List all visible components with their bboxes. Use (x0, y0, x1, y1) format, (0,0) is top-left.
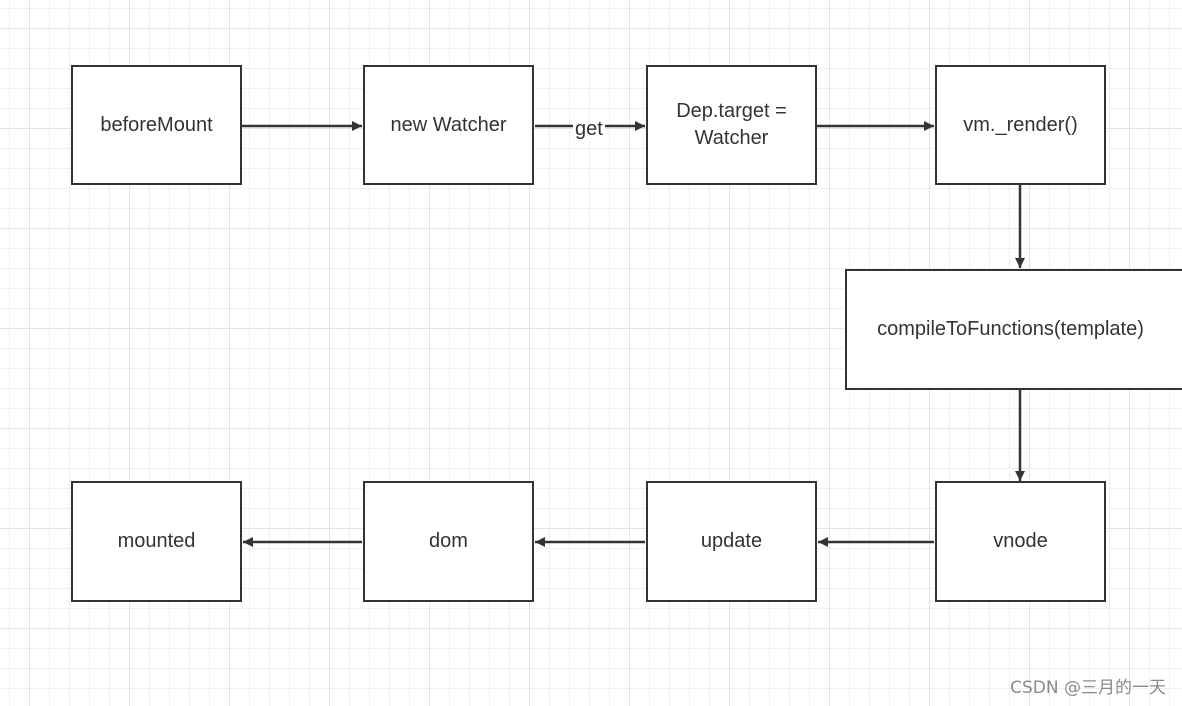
node-dom-label: dom (429, 530, 468, 552)
node-before-mount: beforeMount (71, 65, 242, 185)
node-vnode: vnode (935, 481, 1106, 602)
node-vnode-label: vnode (993, 530, 1048, 552)
node-mounted: mounted (71, 481, 242, 602)
node-compile-to-functions: compileToFunctions(template) (845, 269, 1182, 390)
node-dep-target-label: Dep.target = Watcher (676, 100, 787, 149)
edge-label-get: get (573, 118, 605, 140)
node-compile-to-functions-label: compileToFunctions(template) (877, 318, 1144, 340)
node-new-watcher: new Watcher (363, 65, 534, 185)
node-mounted-label: mounted (117, 530, 196, 552)
node-new-watcher-label: new Watcher (390, 113, 507, 136)
node-vm-render: vm._render() (935, 65, 1106, 185)
node-update: update (646, 481, 817, 602)
node-before-mount-label: beforeMount (100, 113, 213, 136)
node-update-label: update (700, 530, 763, 552)
watermark: CSDN @三月的一天 (1010, 678, 1166, 698)
node-vm-render-label: vm._render() (963, 113, 1078, 136)
node-dom: dom (363, 481, 534, 602)
node-dep-target: Dep.target = Watcher (646, 65, 817, 185)
